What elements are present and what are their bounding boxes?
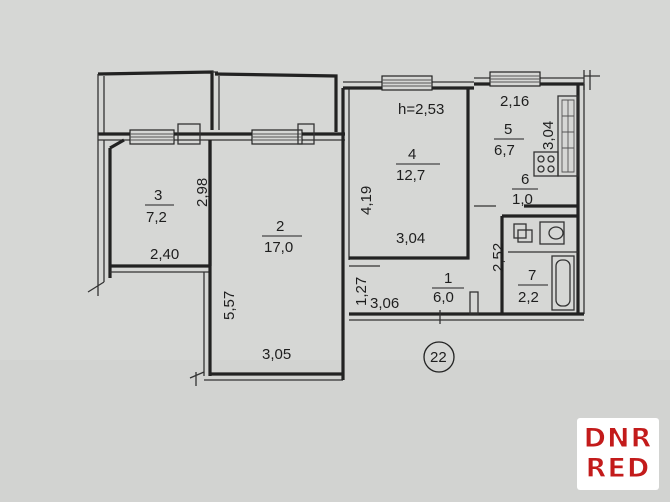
room5-area: 6,7 [494, 142, 515, 159]
room4-number: 4 [408, 146, 416, 163]
watermark-line2: RED [585, 453, 651, 484]
hall-width: 3,06 [370, 295, 399, 312]
room1-area: 6,0 [433, 289, 454, 306]
bath-depth: 2,52 [490, 243, 507, 272]
windows [129, 71, 541, 145]
room5-number: 5 [504, 121, 512, 138]
room1-number: 1 [444, 270, 452, 287]
room6-area: 1,0 [512, 191, 533, 208]
room4-width: 3,04 [396, 230, 425, 247]
room7-number: 7 [528, 267, 536, 284]
watermark-logo: DNR RED [577, 418, 659, 490]
room3-number: 3 [154, 187, 162, 204]
room2-depth: 5,57 [221, 291, 238, 320]
kitchen-depth: 3,04 [540, 121, 557, 150]
fixtures [513, 95, 579, 311]
outer-walls [87, 70, 600, 386]
ceiling-height-label: h=2,53 [398, 101, 444, 118]
watermark-line1: DNR [583, 423, 653, 454]
room4-depth: 4,19 [358, 186, 375, 215]
room4-area: 12,7 [396, 167, 425, 184]
room2-area: 17,0 [264, 239, 293, 256]
window-room2 [251, 123, 315, 145]
room3-area: 7,2 [146, 209, 167, 226]
room3-depth: 2,98 [194, 178, 211, 207]
room2-number: 2 [276, 218, 284, 235]
hall-depth: 1,27 [353, 277, 370, 306]
room6-number: 6 [521, 171, 529, 188]
window-room3 [129, 123, 201, 145]
sink [513, 223, 533, 243]
bathtub [551, 255, 575, 311]
room2-width: 3,05 [262, 346, 291, 363]
room3-width: 2,40 [150, 246, 179, 263]
kitchen-width: 2,16 [500, 93, 529, 110]
kitchen-counter [557, 95, 579, 177]
apartment-number-circle [423, 341, 455, 373]
balcony-left [97, 70, 218, 134]
labels: h=2,53 3 7,2 2,40 2,98 2 17,0 3,05 5,57 … [145, 93, 557, 373]
stove [533, 151, 559, 177]
apartment-number: 22 [430, 349, 447, 366]
balcony-middle [214, 72, 338, 132]
window-kitchen [489, 71, 541, 87]
room7-area: 2,2 [518, 289, 539, 306]
toilet [539, 221, 565, 245]
window-room4 [381, 75, 433, 91]
